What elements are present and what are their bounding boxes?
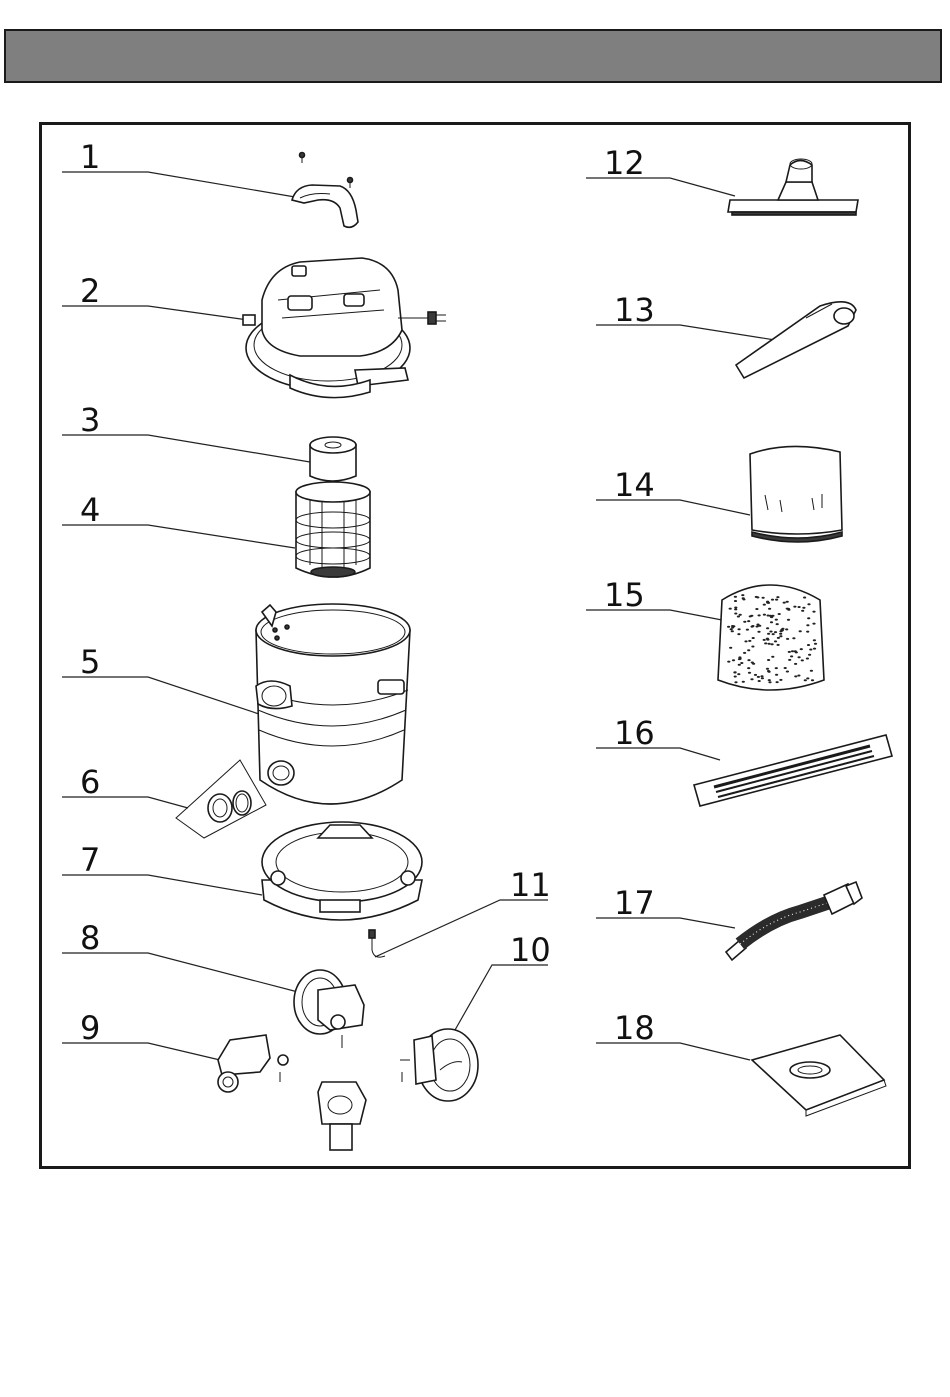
part-caster-base	[262, 822, 422, 920]
part-motor-head	[243, 258, 446, 398]
part-crevice-tool	[736, 302, 856, 378]
callout-1: 1	[80, 138, 100, 176]
part-tank	[256, 604, 410, 804]
part-handle	[292, 153, 358, 228]
callout-5: 5	[80, 643, 100, 681]
callout-17: 17	[614, 884, 655, 922]
callout-14: 14	[614, 466, 655, 504]
callout-leader-lines	[62, 172, 775, 1060]
part-foam-sleeve	[718, 585, 824, 690]
part-filter-cage	[296, 482, 370, 577]
callout-12: 12	[604, 144, 645, 182]
part-hose	[726, 882, 862, 960]
part-drain-cap	[176, 760, 266, 838]
callout-15: 15	[604, 576, 645, 614]
callout-8: 8	[80, 919, 100, 957]
callout-2: 2	[80, 272, 100, 310]
callout-18: 18	[614, 1009, 655, 1047]
part-dust-bag	[750, 446, 842, 542]
callout-9: 9	[80, 1009, 100, 1047]
callout-4: 4	[80, 491, 100, 529]
callout-16: 16	[614, 714, 655, 752]
part-caster-swivel	[294, 970, 364, 1048]
part-floor-nozzle	[728, 159, 858, 215]
callout-10: 10	[510, 931, 551, 969]
part-filter-bag-plate	[752, 1035, 886, 1116]
part-wheel	[400, 1029, 478, 1101]
callout-11: 11	[510, 866, 551, 904]
callout-7: 7	[80, 841, 100, 879]
part-caster-small	[218, 1035, 288, 1092]
part-caster-front	[318, 1082, 366, 1150]
callout-13: 13	[614, 291, 655, 329]
part-extension-tube	[694, 735, 892, 806]
callout-6: 6	[80, 763, 100, 801]
callout-3: 3	[80, 401, 100, 439]
part-foam-filter-small	[310, 437, 356, 481]
